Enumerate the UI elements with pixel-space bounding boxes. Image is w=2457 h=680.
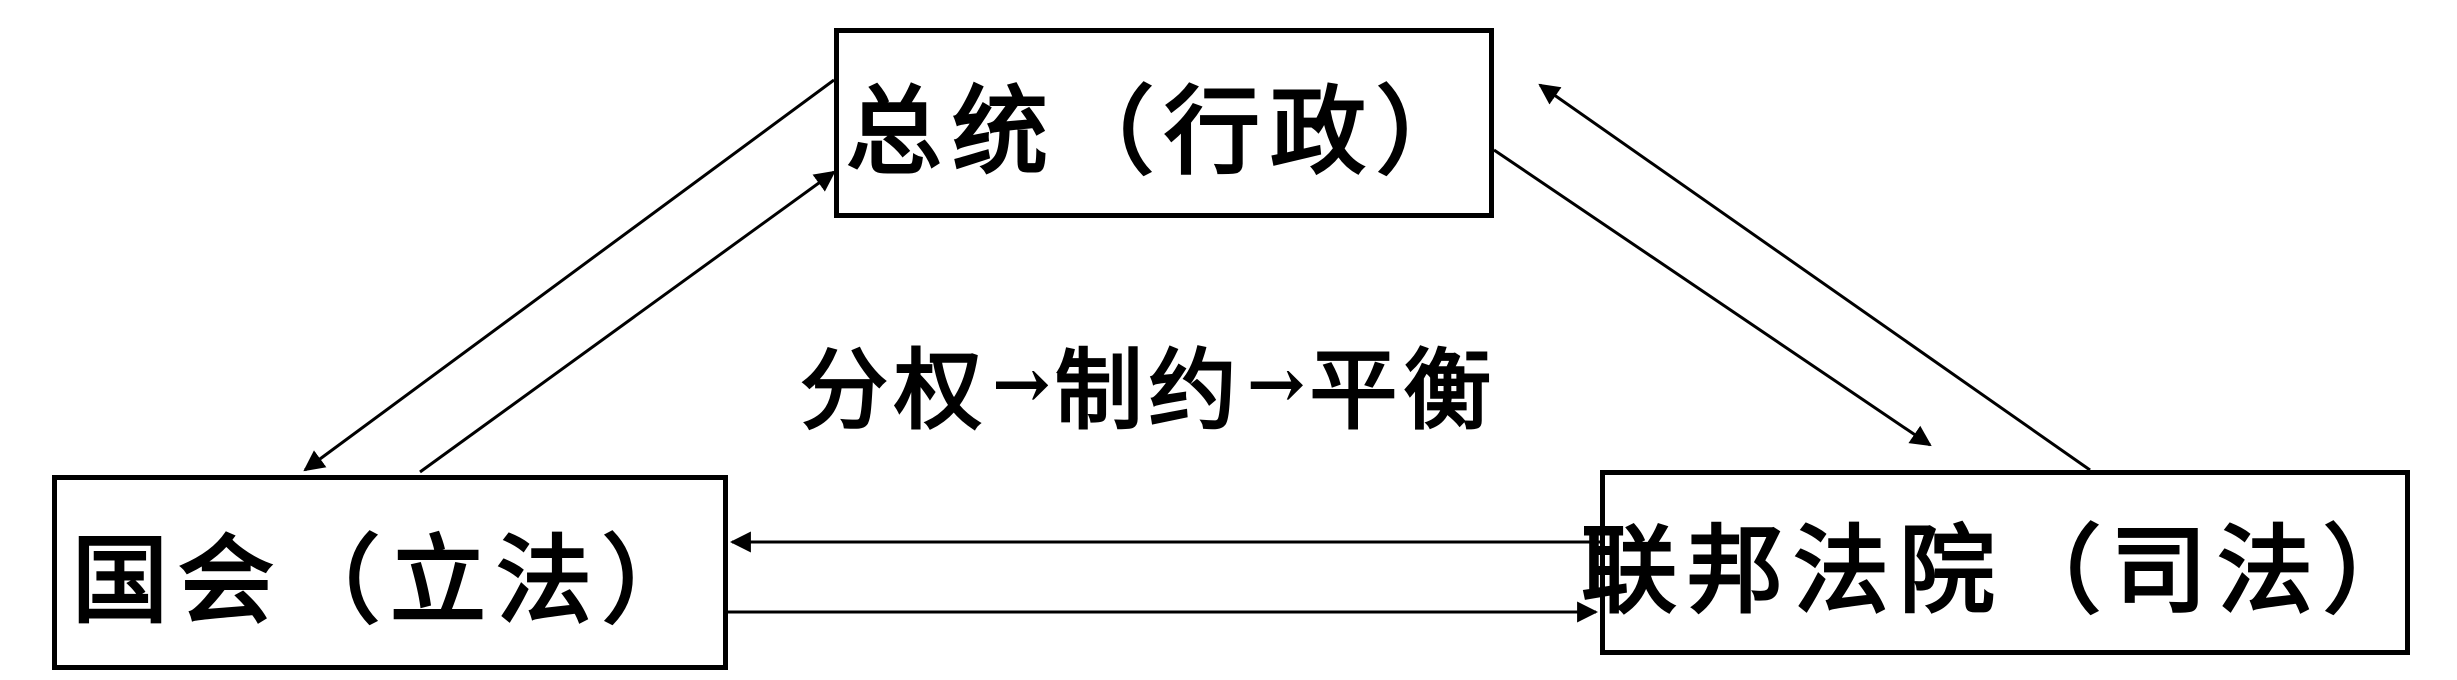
principle-arrow-icon: →	[992, 342, 1051, 425]
node-president-label: 总统（行政）	[846, 74, 1482, 188]
principle-step-3: 平衡	[1309, 338, 1498, 442]
arrow-president-to-congress	[303, 78, 835, 472]
principle-step-1: 分权	[800, 338, 989, 442]
principle-step-2: 制约	[1054, 338, 1243, 442]
node-court: 联邦法院（司法）	[1581, 470, 2419, 655]
node-congress: 国会（立法）	[52, 475, 728, 670]
node-court-label: 联邦法院（司法）	[1581, 514, 2429, 627]
principle-caption: 分权 → 制约 → 平衡	[800, 320, 1497, 447]
arrow-court-to-president	[1538, 83, 2091, 472]
arrow-congress-to-president	[419, 170, 836, 474]
arrow-president-to-court	[1493, 148, 1932, 447]
node-president: 总统（行政）	[834, 28, 1494, 218]
principle-arrow-icon: →	[1246, 342, 1306, 425]
node-congress-label: 国会（立法）	[72, 524, 708, 637]
